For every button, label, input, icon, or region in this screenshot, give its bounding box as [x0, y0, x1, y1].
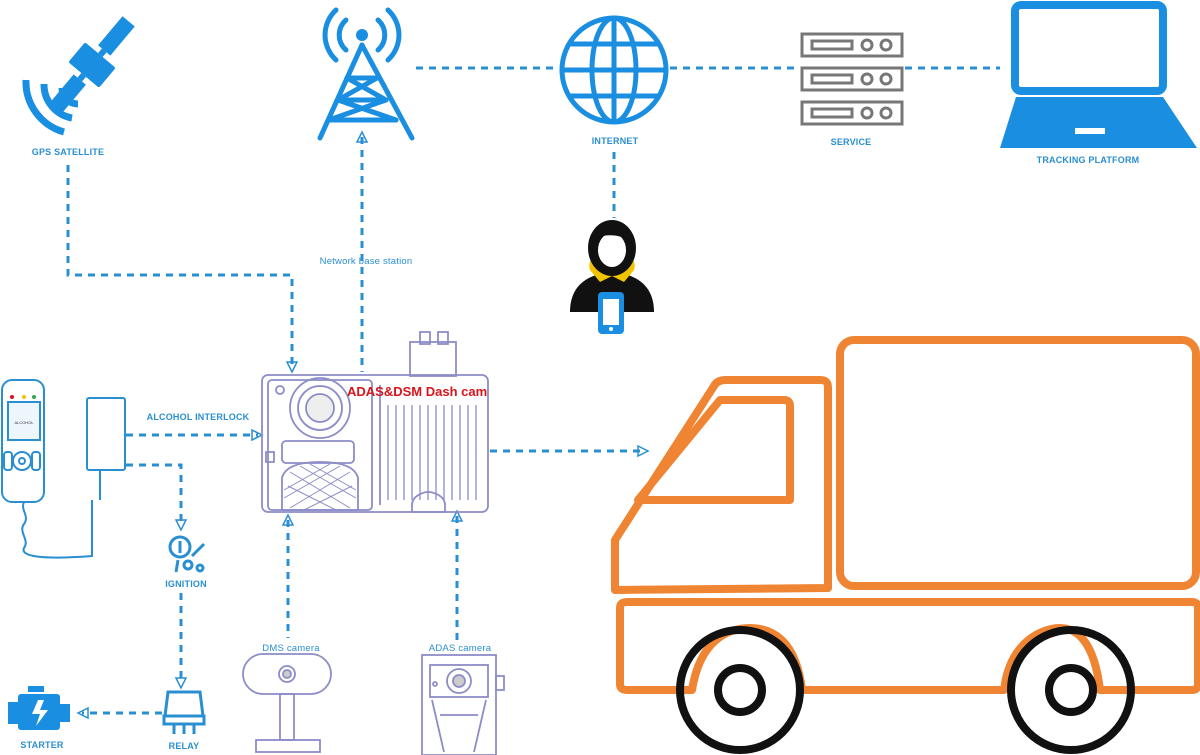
- adas-camera-label: ADAS camera: [428, 643, 492, 654]
- arrow-ignition-down: [174, 519, 188, 532]
- arrow-gps-down: [285, 361, 299, 374]
- truck-icon: [611, 336, 1200, 754]
- gps-satellite-label: GPS SATELLITE: [31, 147, 105, 157]
- relay-label: RELAY: [168, 741, 200, 751]
- ignition-label: IGNITION: [165, 579, 207, 589]
- dash-cam-title: ADAS&DSM Dash cam: [347, 384, 487, 399]
- arrow-tower-up: [355, 130, 369, 143]
- dms-camera-icon: [242, 653, 332, 753]
- arrow-starter-left: [76, 706, 89, 720]
- starter-label: STARTER: [20, 740, 64, 750]
- tracking-platform-label: TRACKING PLATFORM: [1036, 155, 1140, 165]
- network-base-station-label: Network base station: [319, 256, 413, 267]
- dash-cam-device: [261, 331, 489, 513]
- alcohol-interlock-label: ALCOHOL INTERLOCK: [146, 412, 250, 422]
- arrow-heads: [76, 130, 650, 720]
- ignition-icon: [168, 535, 206, 573]
- network-tower-icon: [317, 7, 415, 141]
- internet-globe-icon: [559, 15, 669, 125]
- arrow-relay-down: [174, 677, 188, 690]
- gps-satellite-icon: [22, 16, 135, 136]
- user-with-phone-icon: [570, 220, 654, 334]
- relay-icon: [162, 690, 206, 734]
- internet-label: INTERNET: [591, 136, 639, 146]
- engine-starter-icon: [8, 686, 70, 730]
- adas-camera-icon: [421, 654, 505, 755]
- link-gps-to-dashcam: [66, 165, 294, 368]
- breathalyzer-icon: [1, 379, 126, 559]
- arrow-dms-up: [281, 513, 295, 526]
- laptop-icon: [1000, 1, 1197, 148]
- breathalyzer-screen-text: ALCOHOL: [14, 420, 34, 425]
- arrow-truck-right: [637, 444, 650, 458]
- service-label: SERVICE: [830, 137, 872, 147]
- arrow-adas-up: [450, 509, 464, 522]
- arrow-interlock-right: [251, 428, 264, 442]
- dms-camera-label: DMS camera: [262, 643, 320, 654]
- server-stack-icon: [800, 32, 904, 126]
- connection-lines: [66, 66, 1000, 715]
- link-interlock-to-ignition: [126, 463, 183, 525]
